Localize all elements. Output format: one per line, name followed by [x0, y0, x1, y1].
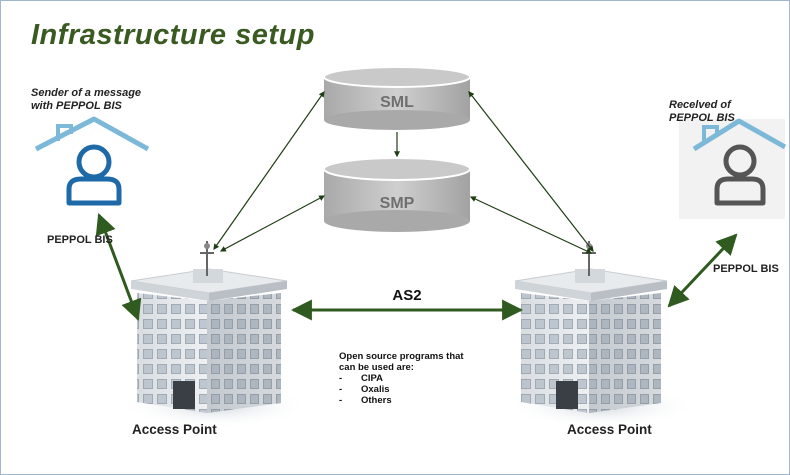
program-name: CIPA [361, 373, 383, 384]
access-point-left-label: Access Point [132, 422, 217, 437]
sml-database-cylinder [323, 66, 471, 130]
peppol-bis-left-label: PEPPOL BIS [47, 234, 113, 246]
access-point-right-building [506, 241, 696, 428]
program-item: - Others [339, 395, 464, 406]
program-dash: - [339, 384, 343, 395]
sender-caption-line2: with PEPPOL BIS [31, 100, 122, 112]
receiver-house-icon [679, 118, 787, 219]
program-dash: - [339, 373, 343, 384]
program-item: - Oxalis [339, 384, 464, 395]
program-name: Others [361, 395, 392, 406]
program-name: Oxalis [361, 384, 390, 395]
program-item: - CIPA [339, 373, 464, 384]
receiver-to-right-ap-arrow [667, 233, 738, 308]
oss-text-line2: can be used are: [339, 362, 414, 373]
sender-caption: Sender of a message with PEPPOL BIS [31, 87, 141, 113]
sender-caption-line1: Sender of a message [31, 87, 142, 99]
access-point-left-building [121, 241, 311, 428]
sml-label: SML [380, 94, 414, 111]
right-ap-to-smp-arrow [469, 196, 593, 254]
slide-title: Infrastructure setup [31, 19, 315, 51]
receiver-caption-line2: PEPPOL BIS [669, 112, 735, 124]
sender-to-left-ap-arrow [95, 213, 142, 321]
smp-database-cylinder [323, 157, 471, 232]
smp-label: SMP [380, 195, 415, 212]
receiver-caption-line1: Recelved of [669, 99, 731, 111]
peppol-bis-right-label: PEPPOL BIS [713, 263, 779, 275]
program-dash: - [339, 395, 343, 406]
receiver-caption: Recelved of PEPPOL BIS [669, 99, 735, 125]
right-ap-to-sml-arrow [468, 91, 594, 252]
oss-text-line1: Open source programs that [339, 351, 464, 362]
left-ap-to-smp-arrow [219, 195, 326, 252]
as2-label: AS2 [392, 287, 421, 304]
access-point-right-label: Access Point [567, 422, 652, 437]
open-source-note: Open source programs that can be used ar… [339, 351, 464, 406]
sender-house-icon [34, 116, 150, 209]
